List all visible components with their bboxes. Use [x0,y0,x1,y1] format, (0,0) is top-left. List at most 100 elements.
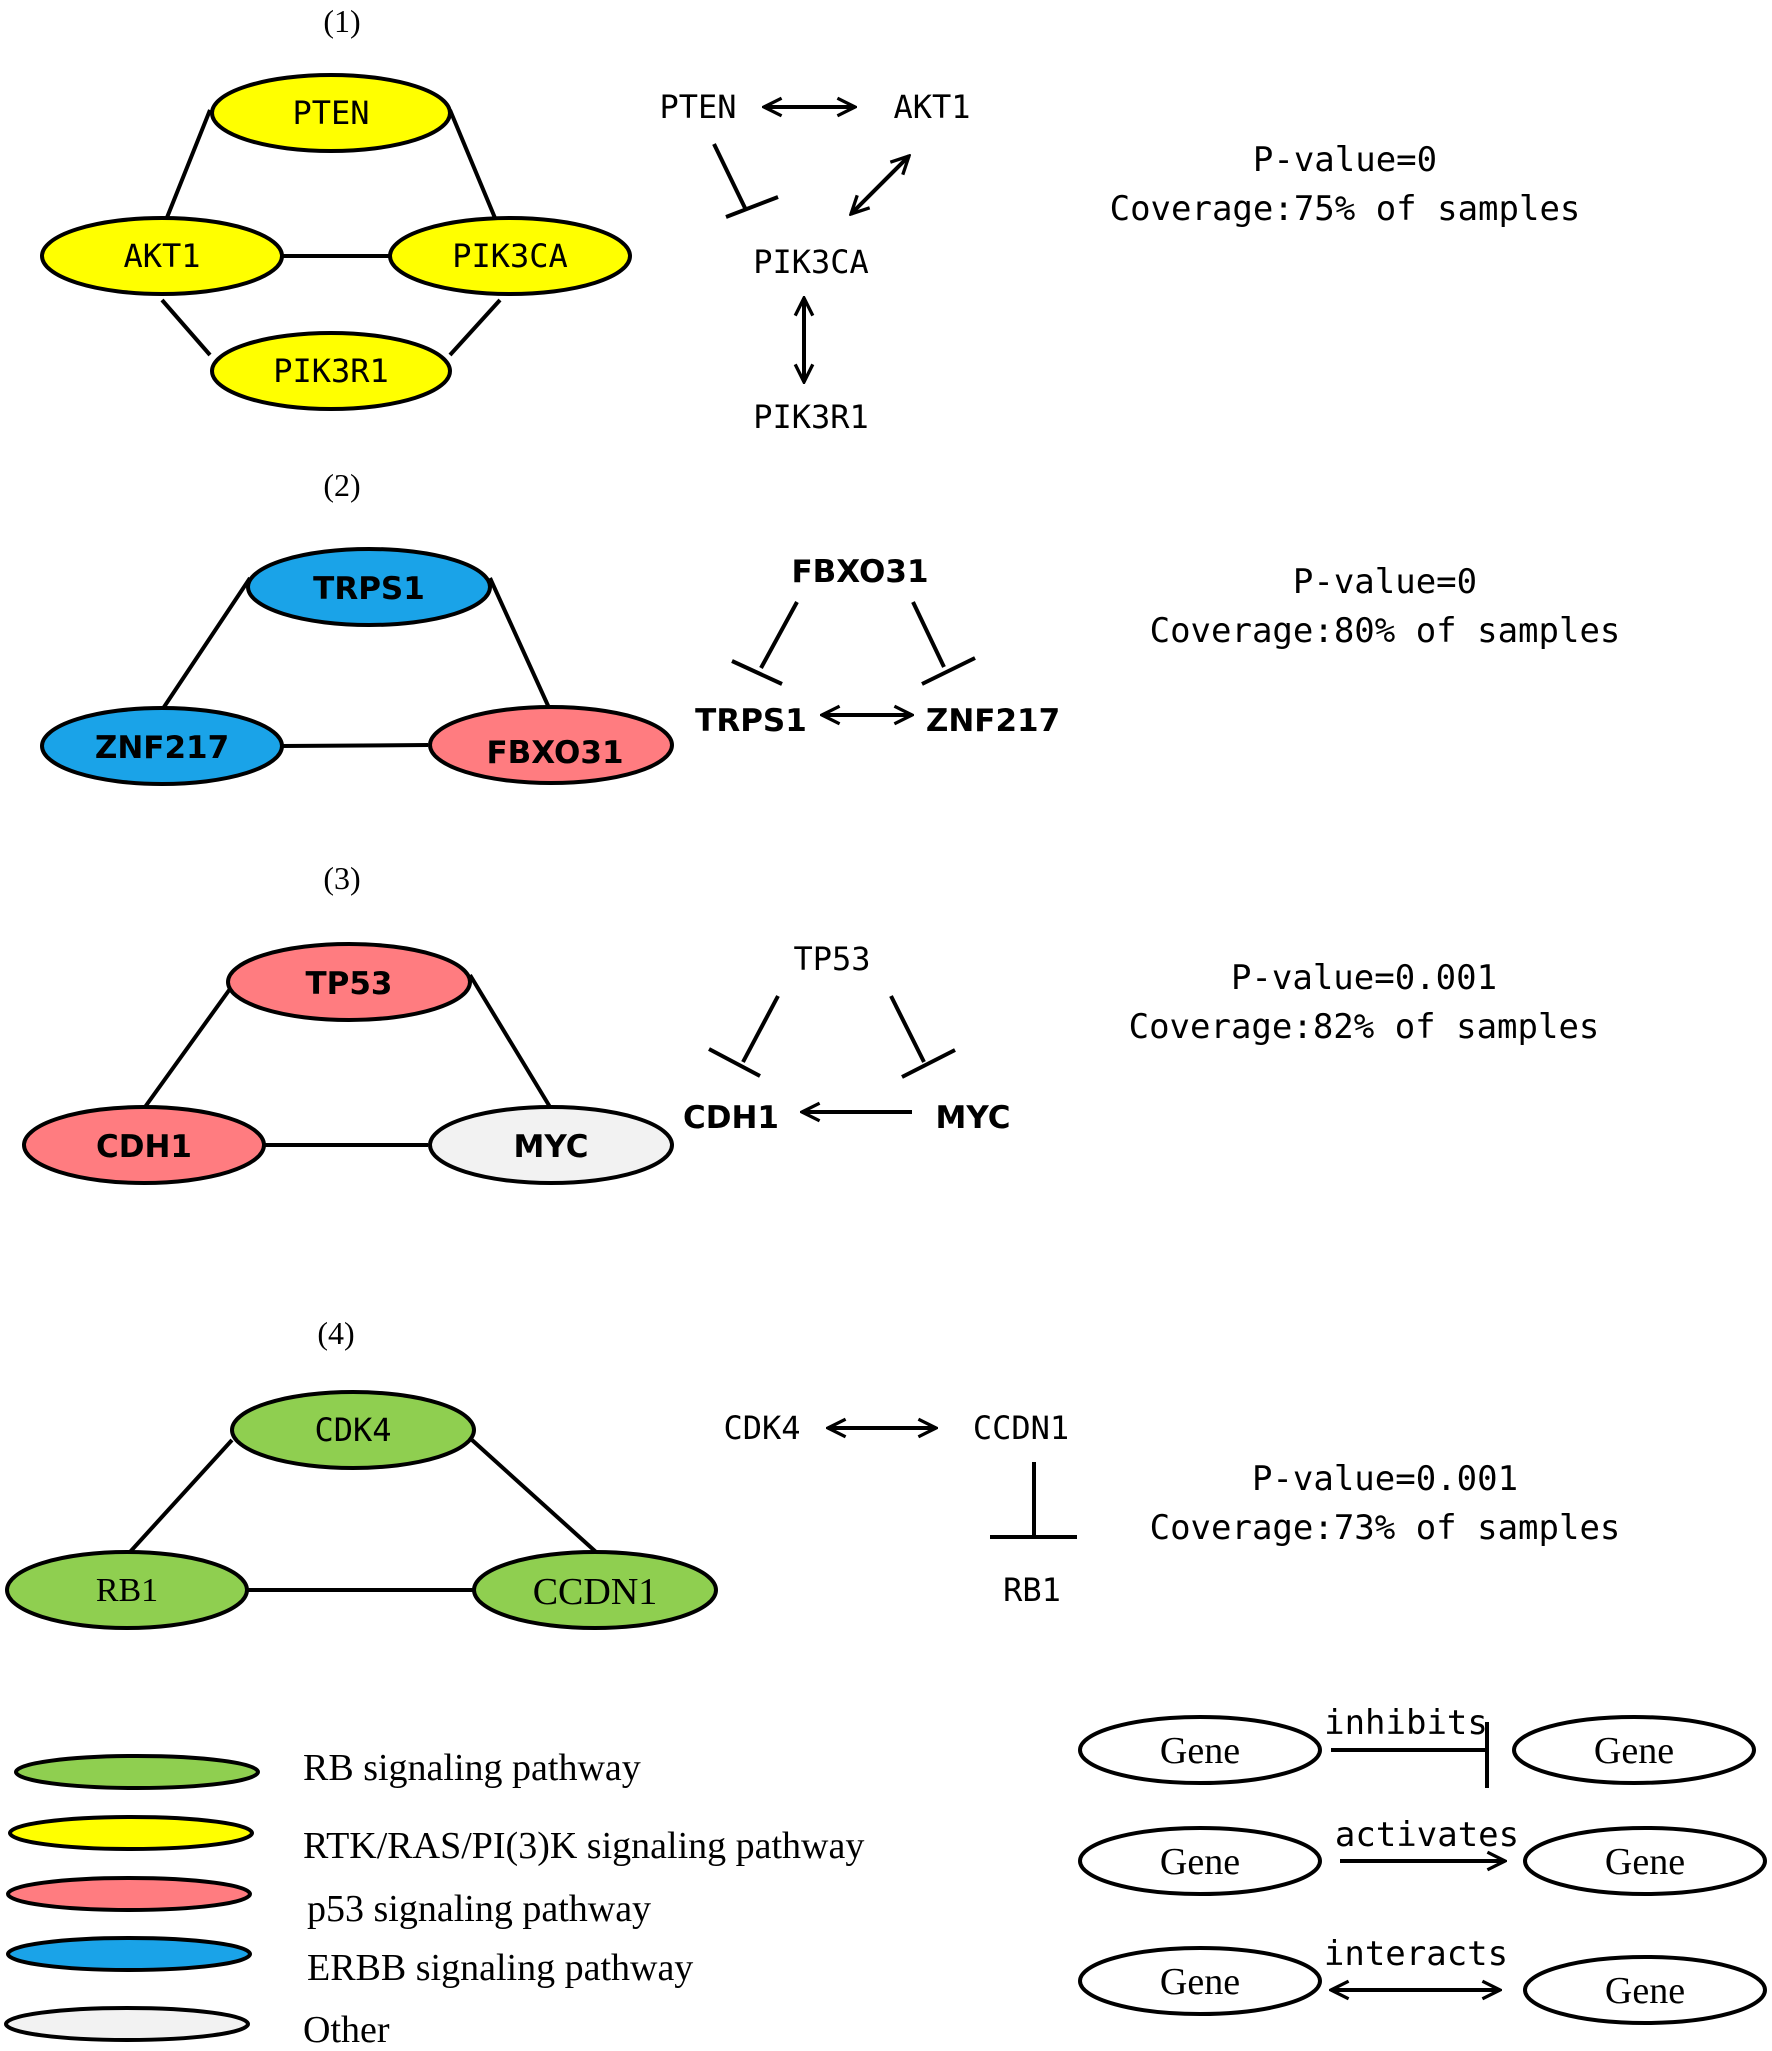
rel-znf217-label: ZNF217 [926,703,1060,739]
legend-label-p53: p53 signaling pathway [307,1888,651,1930]
node-fbxo31-label: FBXO31 [486,735,623,771]
edge-tp53-cdh1 [143,973,242,1109]
panel-2-coverage: Coverage:80% of samples [1150,611,1621,651]
legend-interacts-label: interacts [1324,1934,1508,1974]
panel-3-pvalue: P-value=0.001 [1231,958,1497,998]
edge-akt1-pik3r1 [160,298,212,357]
panel-4-pvalue: P-value=0.001 [1252,1459,1518,1499]
rel-pik3ca-label: PIK3CA [753,243,869,281]
legend-swatch-erbb [6,1936,252,1972]
rel-cdh1-label: CDH1 [683,1100,779,1136]
legend-label-erbb: ERBB signaling pathway [307,1947,693,1989]
inhibit-fbxo31-znf217 [911,601,946,668]
panel-3-relations: TP53 CDH1 MYC [683,940,1010,1136]
edge-pten-pik3ca [448,109,502,231]
legend-activates-label: activates [1335,1815,1519,1855]
rel-tp53-label: TP53 [793,940,870,978]
inhibit-fbxo31-znf217-bar [921,656,976,686]
rel-ccdn1-label: CCDN1 [973,1409,1069,1447]
legend-gene-inhibits-left-label: Gene [1160,1730,1240,1772]
node-pik3r1-label: PIK3R1 [273,352,389,390]
node-tp53-label: TP53 [305,966,392,1002]
legend-swatch-other [4,2006,250,2042]
legend-label-rtk: RTK/RAS/PI(3)K signaling pathway [303,1825,864,1867]
node-trps1-label: TRPS1 [313,571,425,607]
panel-1-network [160,109,502,357]
rel-cdk4-label: CDK4 [723,1409,800,1447]
node-myc-label: MYC [514,1129,589,1165]
legend-label-other: Other [303,2009,390,2051]
rel-pten-label: PTEN [659,88,736,126]
panel-4-label: (4) [317,1315,354,1351]
rel-myc-label: MYC [936,1100,1011,1136]
inhibit-pten-pik3ca [712,143,747,209]
node-akt1-label: AKT1 [123,237,200,275]
relation-legend: Gene Gene inhibits Gene Gene activates G… [1078,1703,1767,2025]
node-tp53 [226,942,472,1022]
inhibit-fbxo31-trps1-bar [731,659,783,686]
legend-inhibits-label: inhibits [1324,1703,1488,1743]
edge-cdk4-ccdn1 [470,1438,598,1554]
node-cdh1 [22,1105,266,1185]
panel-3-nodes: TP53 CDH1 MYC [22,942,674,1185]
node-ccdn1-label: CCDN1 [533,1571,658,1613]
panel-3-label: (3) [323,860,360,896]
node-znf217-label: ZNF217 [95,730,229,766]
panel-2-network [160,576,552,748]
node-znf217 [40,706,284,786]
panel-4-nodes: CDK4 RB1 CCDN1 [5,1390,718,1630]
edge-tp53-myc [468,973,552,1109]
edge-trps1-fbxo31 [488,577,552,711]
rel-akt1-label: AKT1 [893,88,970,126]
node-pik3ca-label: PIK3CA [452,237,568,275]
legend-gene-inhibits-right-label: Gene [1594,1730,1674,1772]
node-trps1 [246,547,492,627]
edge-pik3ca-pik3r1 [448,298,502,357]
panel-2-pvalue: P-value=0 [1293,562,1477,602]
panel-4-coverage: Coverage:73% of samples [1150,1508,1621,1548]
legend-gene-activates-left-label: Gene [1160,1841,1240,1883]
legend-swatch-p53 [6,1876,252,1912]
node-pten-label: PTEN [292,94,369,132]
legend-label-rb: RB signaling pathway [303,1747,641,1789]
node-cdk4 [230,1390,476,1470]
panel-1-label: (1) [323,3,360,39]
legend-gene-inhibits-left [1078,1715,1322,1785]
node-rb1-label: RB1 [96,1572,158,1609]
pathway-legend: RB signaling pathway RTK/RAS/PI(3)K sign… [4,1747,864,2051]
inhibit-fbxo31-trps1 [759,601,799,669]
edge-trps1-znf217 [160,576,252,712]
edge-pten-akt1 [160,109,212,231]
node-myc [428,1105,674,1185]
panel-3-network [143,973,552,1147]
panel-4-network [128,1438,598,1592]
panel-2-relations: FBXO31 TRPS1 ZNF217 [695,554,1060,739]
node-cdk4-label: CDK4 [314,1411,391,1449]
legend-swatch-rtk [8,1815,254,1851]
legend-gene-interacts-right [1523,1955,1767,2025]
inhibit-tp53-myc-bar [901,1048,956,1079]
legend-gene-activates-left [1078,1826,1322,1896]
rel-trps1-label: TRPS1 [695,703,807,739]
rel-fbxo31-label: FBXO31 [791,554,928,590]
panel-1-nodes: PTEN AKT1 PIK3CA PIK3R1 [40,73,632,411]
panel-2-label: (2) [323,467,360,503]
legend-gene-interacts-right-label: Gene [1605,1970,1685,2012]
node-pik3ca [388,216,632,296]
panel-1-coverage: Coverage:75% of samples [1110,189,1581,229]
node-ccdn1 [472,1550,718,1630]
node-rb1 [5,1550,249,1630]
node-fbxo31 [428,705,674,785]
edge-cdk4-rb1 [128,1438,234,1554]
inhibit-tp53-cdh1-bar [708,1047,761,1078]
panel-1-pvalue: P-value=0 [1253,140,1437,180]
panel-1-relations: PTEN AKT1 PIK3CA PIK3R1 [659,88,970,436]
legend-gene-inhibits-right [1512,1715,1756,1785]
node-cdh1-label: CDH1 [96,1129,192,1165]
inhibit-tp53-cdh1 [741,995,780,1063]
panel-4-relations: CDK4 CCDN1 RB1 [723,1409,1077,1609]
legend-gene-activates-right-label: Gene [1605,1841,1685,1883]
node-akt1 [40,216,284,296]
